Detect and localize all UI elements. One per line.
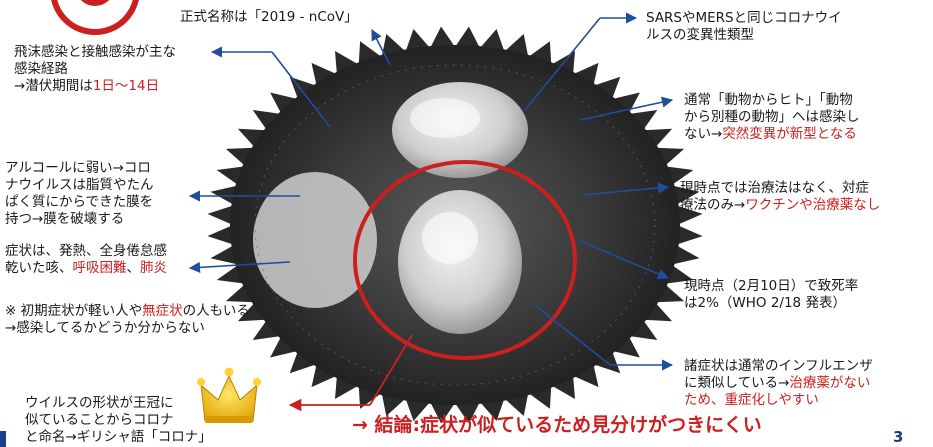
mutation-line-3: ない→突然変異が新型となる (684, 126, 860, 143)
arrow-treatment (581, 182, 670, 196)
symptoms-line-1: 症状は、発熱、全身倦怠感 (5, 243, 167, 259)
note-sars-mers: SARSやMERSと同じコロナウイ ルスの変異性類型 (646, 10, 842, 44)
mutation-line-1: 通常「動物からヒト」「動物 (684, 92, 853, 108)
symptoms-sep: 、 (126, 260, 141, 276)
slide-accent-bar (0, 431, 6, 447)
influenza-prefix: に類似している→ (684, 375, 790, 391)
page-number: 3 (893, 428, 904, 446)
note-symptoms: 症状は、発熱、全身倦怠感 乾いた咳、呼吸困難、肺炎 (5, 243, 167, 277)
note-alcohol: アルコールに弱い→コロ ナウイルスは脂質やたん ぱく質にからできた膜を 持つ→膜… (5, 160, 154, 228)
symptoms-line-2: 乾いた咳、呼吸困難、肺炎 (5, 260, 167, 277)
highlight-circle (353, 160, 577, 360)
transmission-line-2: 感染経路 (14, 61, 68, 77)
incubation-prefix: →潜伏期間は (14, 78, 93, 94)
crown-line-2: 似ていることからコロナ (25, 412, 174, 428)
arrow-influenza (534, 304, 611, 366)
incubation-line: →潜伏期間は1日〜14日 (14, 78, 176, 95)
note-influenza: 諸症状は通常のインフルエンザ に類似している→治療薬がない ため、重症化しやすい (684, 358, 873, 409)
asymptomatic-red: 無症状 (142, 303, 183, 319)
incubation-value: 1日〜14日 (92, 78, 160, 94)
influenza-red-1: 治療薬がない (789, 375, 871, 391)
symptoms-prefix: 乾いた咳、 (5, 260, 73, 276)
official-name-text: 正式名称は「2019 - nCoV」 (180, 9, 358, 25)
virus-left-lobe (253, 172, 377, 308)
treatment-line-2: 療法のみ→ワクチンや治療薬なし (680, 197, 880, 214)
treatment-line-1: 現時点では治療法はなく、対症 (680, 180, 869, 196)
alcohol-line-3: ぱく質にからできた膜を (5, 194, 154, 210)
influenza-line-1: 諸症状は通常のインフルエンザ (684, 358, 873, 374)
treatment-red: ワクチンや治療薬なし (745, 197, 881, 213)
fatality-line-1: 現時点（2月10日）で致死率 (684, 278, 859, 294)
arrow-official-name (371, 29, 391, 66)
note-official-name: 正式名称は「2019 - nCoV」 (180, 9, 358, 26)
influenza-line-3: ため、重症化しやすい (684, 392, 819, 408)
arrow-mutation (579, 96, 674, 121)
arrow-transmission (271, 51, 331, 128)
virus-texture (254, 64, 656, 386)
logo-badge (51, 0, 139, 35)
asymptomatic-suffix: の人もいる (182, 303, 250, 319)
asymptomatic-line-2: →感染してるかどうか分からない (5, 320, 205, 336)
treatment-prefix: 療法のみ→ (680, 197, 746, 213)
conclusion-text: → 結論:症状が似ているため見分けがつきにくい (352, 414, 762, 436)
asymptomatic-line-1: ※ 初期症状が軽い人や無症状の人もいる (5, 303, 250, 320)
symptoms-red-2: 肺炎 (140, 260, 167, 276)
transmission-line-1: 飛沫感染と接触感染が主な (14, 44, 176, 60)
alcohol-line-2: ナウイルスは脂質やたん (5, 177, 154, 193)
note-treatment: 現時点では治療法はなく、対症 療法のみ→ワクチンや治療薬なし (680, 180, 880, 214)
alcohol-line-4: 持つ→膜を破壊する (5, 211, 125, 227)
crown-line-1: ウイルスの形状が王冠に (25, 395, 174, 411)
asymptomatic-prefix: ※ 初期症状が軽い人や (5, 303, 143, 319)
fatality-line-2: は2%（WHO 2/18 発表） (684, 295, 846, 311)
mutation-prefix: ない→ (684, 126, 723, 142)
callout-arrows (188, 12, 674, 371)
mutation-red: 突然変異が新型となる (722, 126, 857, 142)
crown-line-3: と命名→ギリシャ語「コロナ」 (25, 429, 212, 445)
symptoms-red-1: 呼吸困難 (72, 260, 127, 276)
note-crown: ウイルスの形状が王冠に 似ていることからコロナ と命名→ギリシャ語「コロナ」 (25, 395, 212, 446)
note-fatality: 現時点（2月10日）で致死率 は2%（WHO 2/18 発表） (684, 278, 858, 312)
arrow-sars-mers (524, 17, 601, 111)
virion-center (398, 190, 522, 334)
sars-mers-line-1: SARSやMERSと同じコロナウイ (646, 10, 842, 26)
influenza-line-2: に類似している→治療薬がない (684, 375, 873, 392)
arrow-symptoms (188, 261, 291, 273)
crown-arrow (288, 334, 413, 412)
alcohol-line-1: アルコールに弱い→コロ (5, 160, 151, 176)
sars-mers-line-2: ルスの変異性類型 (646, 27, 754, 43)
crown-icon (197, 367, 261, 423)
note-asymptomatic: ※ 初期症状が軽い人や無症状の人もいる →感染してるかどうか分からない (5, 303, 250, 337)
mutation-line-2: から別種の動物」へは感染し (684, 109, 860, 125)
note-mutation: 通常「動物からヒト」「動物 から別種の動物」へは感染し ない→突然変異が新型とな… (684, 92, 860, 143)
virion-top (392, 82, 528, 178)
note-transmission: 飛沫感染と接触感染が主な 感染経路 →潜伏期間は1日〜14日 (14, 44, 176, 95)
arrow-fatality (577, 239, 670, 280)
